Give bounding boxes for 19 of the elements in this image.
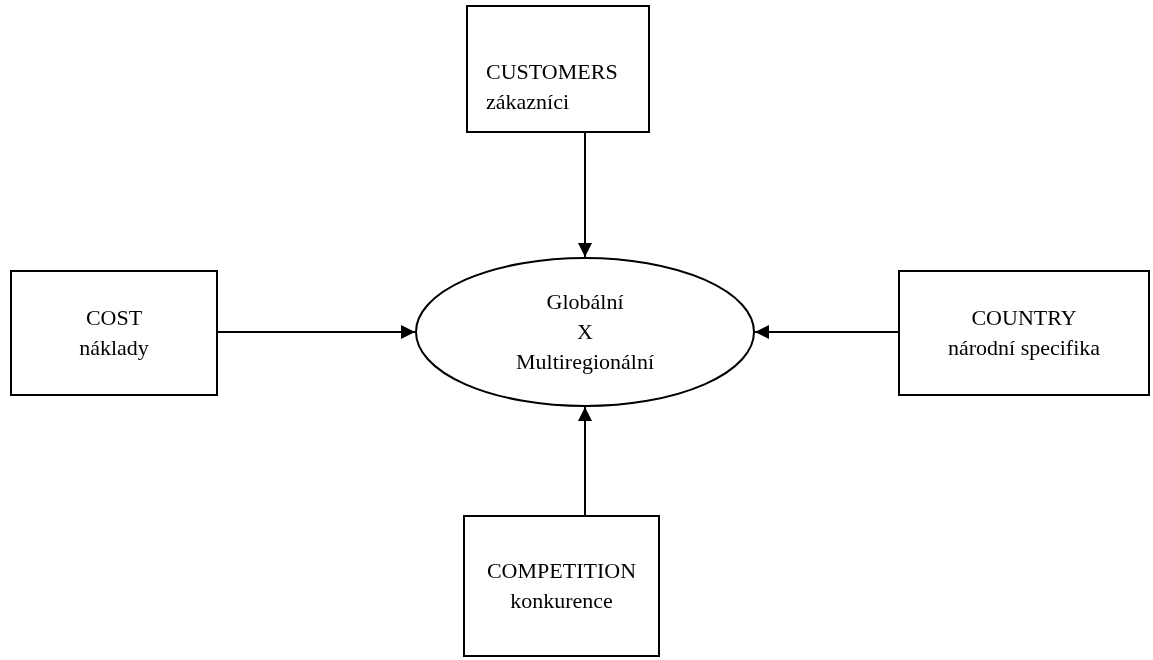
arrow <box>578 406 592 516</box>
process-box <box>463 515 660 657</box>
node-label: konkurence <box>510 587 613 615</box>
node-label: Multiregionální <box>515 348 655 376</box>
arrow <box>754 325 899 339</box>
node-label: národní specifika <box>947 334 1101 362</box>
node-label: COUNTRY <box>971 304 1077 332</box>
node-label: CUSTOMERS <box>486 58 618 86</box>
node-label: COMPETITION <box>486 557 637 585</box>
process-box <box>466 5 650 133</box>
node-label: Globální <box>546 288 624 316</box>
arrow <box>217 325 416 339</box>
process-box <box>898 270 1150 396</box>
node-label: X <box>577 318 593 346</box>
arrow <box>578 132 592 258</box>
node-label: náklady <box>79 334 149 362</box>
process-box <box>10 270 218 396</box>
node-label: zákazníci <box>486 88 570 116</box>
node-label: COST <box>85 304 143 332</box>
